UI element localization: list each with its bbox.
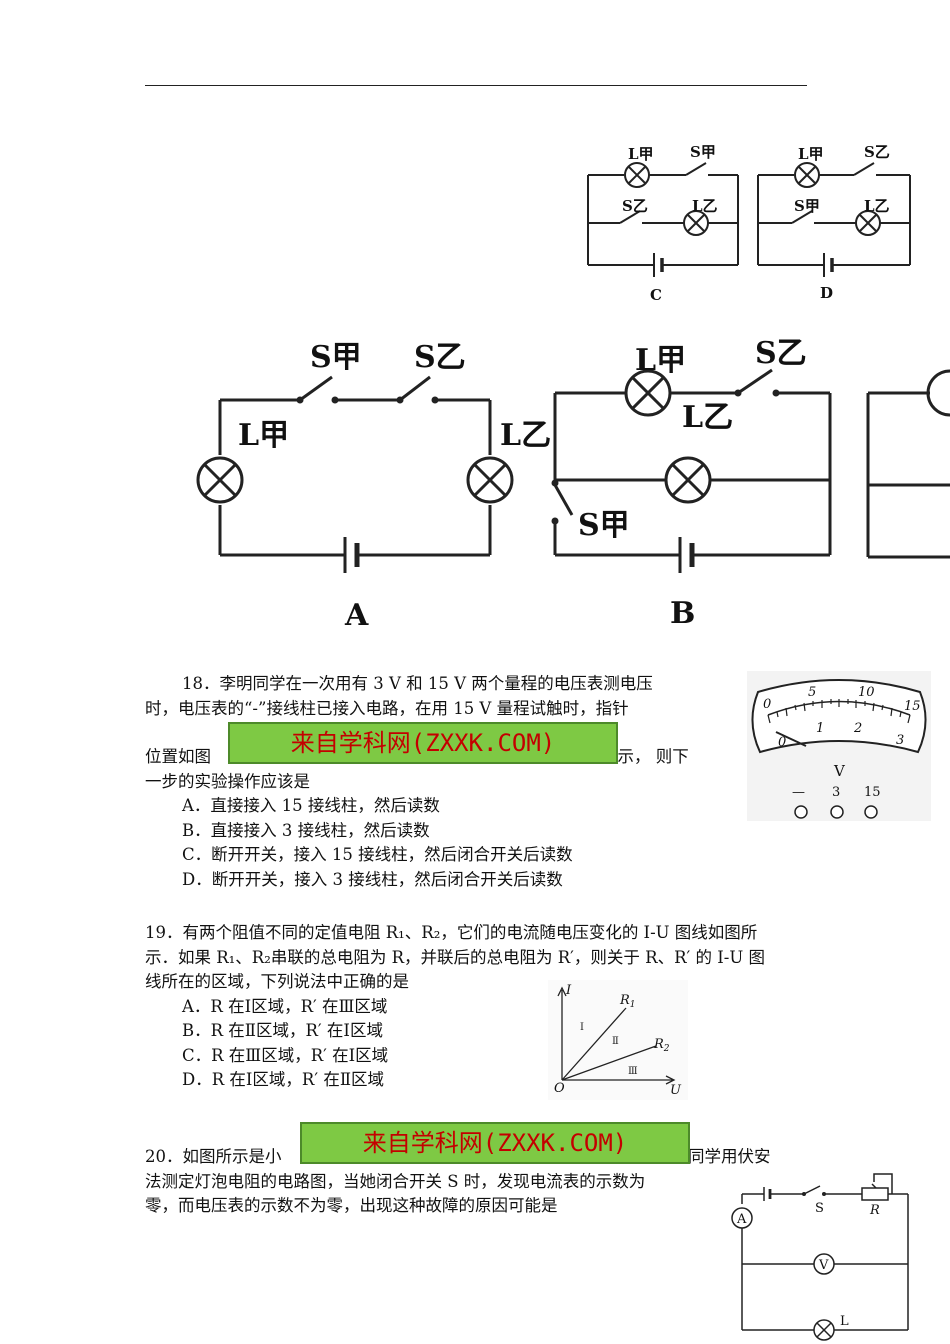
watermark-banner-1: 来自学科网(ZXXK.COM) xyxy=(228,722,618,764)
circuit-diagrams-c-d: L甲 S甲 S乙 L乙 C L甲 S乙 S甲 L乙 D xyxy=(587,143,911,304)
q20-line-3: 零，而电压表的示数不为零，出现这种故障的原因可能是 xyxy=(145,1196,558,1215)
label-s-jia-a: S甲 xyxy=(310,340,362,375)
q19-option-c: C．R 在Ⅲ区域，R′ 在Ⅰ区域 xyxy=(182,1045,389,1065)
label-l-jia-d: L甲 xyxy=(798,145,824,163)
region-1-label: Ⅰ xyxy=(580,1022,584,1033)
terminal-15-label: 15 xyxy=(864,785,881,800)
q20-line-2: 法测定灯泡电阻的电路图，当她闭合开关 S 时，发现电流表的示数为 xyxy=(145,1171,646,1191)
q19-line-3: 线所在的区域，下列说法中正确的是 xyxy=(145,972,409,991)
label-l-yi-c: L乙 xyxy=(692,197,718,215)
svg-text:R2: R2 xyxy=(653,1037,670,1054)
r2-subscript: 2 xyxy=(663,1044,670,1054)
q18-option-a: A．直接接入 15 接线柱，然后读数 xyxy=(182,796,440,815)
question-18: 18．李明同学在一次用有 3 V 和 15 V 两个量程的电压表测电压 时，电压… xyxy=(145,672,689,892)
header-rule xyxy=(145,85,807,86)
rheostat-label: R xyxy=(869,1203,880,1218)
q19-line-2: 示．如果 R₁、R₂串联的总电阻为 R，并联后的总电阻为 R′，则关于 R、R′… xyxy=(145,947,765,967)
lamp-label: L xyxy=(840,1314,849,1329)
switch-label: S xyxy=(815,1201,824,1216)
label-l-yi-a: L乙 xyxy=(500,418,551,453)
r2-label: R xyxy=(653,1037,664,1052)
meter-upper-15: 15 xyxy=(904,699,921,714)
meter-upper-0: 0 xyxy=(763,697,771,712)
region-2-label: Ⅱ xyxy=(612,1036,619,1047)
label-s-yi-b: S乙 xyxy=(755,336,807,371)
label-l-yi-b: L乙 xyxy=(682,400,733,435)
meter-lower-1: 1 xyxy=(816,721,824,736)
q18-line-1: 18．李明同学在一次用有 3 V 和 15 V 两个量程的电压表测电压 xyxy=(182,674,653,693)
q18-option-b: B．直接接入 3 接线柱，然后读数 xyxy=(182,820,430,840)
meter-unit: V xyxy=(833,762,846,780)
q19-line-1: 19．有两个阻值不同的定值电阻 R₁、R₂，它们的电流随电压变化的 I-U 图线… xyxy=(145,923,758,942)
origin-label: O xyxy=(554,1081,565,1096)
terminal-15 xyxy=(864,805,878,819)
label-l-jia-b: L甲 xyxy=(635,343,686,378)
q19-option-a: A．R 在Ⅰ区域，R′ 在Ⅲ区域 xyxy=(182,996,388,1016)
label-c: C xyxy=(650,286,662,304)
axis-u-label: U xyxy=(670,1083,682,1098)
voltmeter-figure: 0 5 10 15 0 1 2 3 V — 3 15 xyxy=(747,671,931,821)
r1-subscript: 1 xyxy=(630,1000,636,1010)
label-s-jia-c: S甲 xyxy=(690,143,716,161)
watermark-banner-2: 来自学科网(ZXXK.COM) xyxy=(300,1122,690,1164)
label-l-jia-c: L甲 xyxy=(628,145,654,163)
terminal-3 xyxy=(830,805,844,819)
label-s-jia-d: S甲 xyxy=(794,197,820,215)
label-b: B xyxy=(670,596,695,631)
q19-option-b: B．R 在Ⅱ区域，R′ 在Ⅰ区域 xyxy=(182,1021,383,1040)
meter-lower-3: 3 xyxy=(896,733,904,748)
terminal-3-label: 3 xyxy=(832,785,840,800)
question-20: 20．如图所示是小 兰同学用伏安 法测定灯泡电阻的电路图，当她闭合开关 S 时，发… xyxy=(145,1145,771,1219)
q18-option-c: C．断开开关，接入 15 接线柱，然后闭合开关后读数 xyxy=(182,845,573,864)
meter-lower-2: 2 xyxy=(853,721,862,736)
label-l-yi-d: L乙 xyxy=(864,197,890,215)
voltmeter-label: V xyxy=(818,1258,829,1273)
r1-label: R xyxy=(619,993,630,1008)
q20-line-1a: 20．如图所示是小 xyxy=(145,1147,282,1166)
meter-lower-0: 0 xyxy=(778,735,786,750)
axis-i-label: I xyxy=(565,983,572,998)
iu-graph: I U O R1 R2 Ⅰ Ⅱ Ⅲ xyxy=(548,980,688,1100)
label-s-yi-c: S乙 xyxy=(622,197,648,215)
terminal-negative-label: — xyxy=(792,785,805,800)
q18-line-3a: 位置如图 xyxy=(145,747,211,766)
svg-text:R1: R1 xyxy=(619,993,636,1010)
q18-option-d: D．断开开关，接入 3 接线柱，然后闭合开关后读数 xyxy=(182,869,563,889)
q18-line-2: 时，电压表的“-”接线柱已接入电路，在用 15 V 量程试触时，指针 xyxy=(145,698,629,718)
ammeter-label: A xyxy=(736,1212,747,1227)
q20-line-1b: 兰同学用伏安 xyxy=(671,1147,771,1166)
q18-line-3b: 所示， 则下 xyxy=(601,747,689,766)
label-a: A xyxy=(344,598,369,633)
question-19: 19．有两个阻值不同的定值电阻 R₁、R₂，它们的电流随电压变化的 I-U 图线… xyxy=(145,921,765,1093)
q19-option-d: D．R 在Ⅰ区域，R′ 在Ⅱ区域 xyxy=(182,1070,385,1089)
label-d: D xyxy=(820,284,833,302)
label-s-yi-d: S乙 xyxy=(864,143,890,161)
region-3-label: Ⅲ xyxy=(628,1066,638,1077)
label-s-jia-b: S甲 xyxy=(578,508,630,543)
terminal-negative xyxy=(794,805,808,819)
label-s-yi-a: S乙 xyxy=(414,340,466,375)
q18-line-4: 一步的实验操作应该是 xyxy=(145,771,310,791)
meter-upper-5: 5 xyxy=(808,685,816,700)
voltammetry-circuit: A V S R L xyxy=(731,1173,909,1341)
label-l-jia-a: L甲 xyxy=(238,418,289,453)
circuit-diagrams-a-b: S甲 S乙 L甲 L乙 A L甲 S乙 L乙 S甲 B xyxy=(196,336,950,633)
meter-upper-10: 10 xyxy=(858,685,875,700)
